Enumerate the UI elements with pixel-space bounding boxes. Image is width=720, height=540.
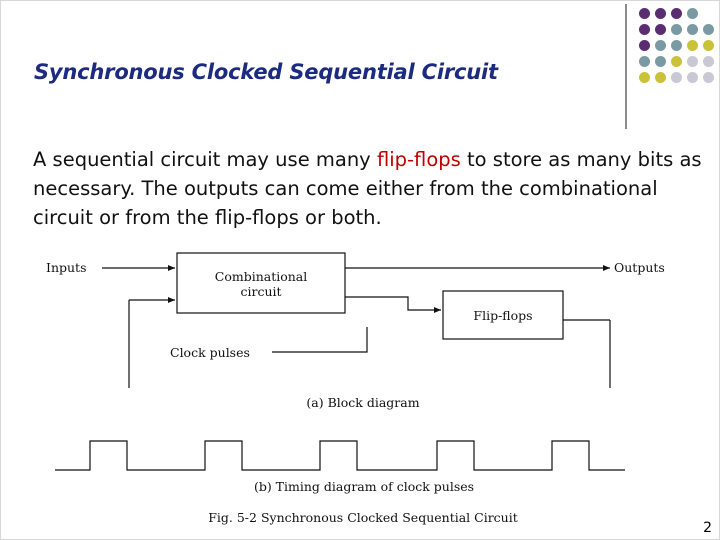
dot — [639, 40, 650, 51]
dot — [671, 72, 682, 83]
dot — [703, 24, 714, 35]
dot — [671, 56, 682, 67]
dot — [639, 8, 650, 19]
outputs-label: Outputs — [614, 260, 665, 275]
body-paragraph: A sequential circuit may use many flip-f… — [33, 145, 703, 232]
flip-flops-highlight: flip-flops — [376, 148, 461, 171]
timing-diagram-caption: (b) Timing diagram of clock pulses — [254, 479, 474, 494]
block-diagram-caption: (a) Block diagram — [306, 395, 419, 410]
page-number: 2 — [703, 520, 712, 536]
body-text-start: A sequential circuit may use many — [33, 148, 377, 171]
dot — [655, 40, 666, 51]
comb-to-flipflops-arrow — [345, 296, 441, 313]
combinational-label-line1: Combinational — [215, 269, 308, 284]
dot — [703, 56, 714, 67]
slide-title: Synchronous Clocked Sequential Circuit — [34, 60, 498, 84]
dot — [687, 24, 698, 35]
dot — [671, 8, 682, 19]
dot — [671, 40, 682, 51]
inputs-label: Inputs — [46, 260, 86, 275]
combinational-circuit-block — [176, 252, 346, 314]
dot — [655, 24, 666, 35]
decorative-divider — [625, 4, 627, 129]
dot — [639, 24, 650, 35]
dot — [687, 8, 698, 19]
figure-caption: Fig. 5-2 Synchronous Clocked Sequential … — [208, 510, 518, 525]
decorative-dot-grid — [637, 6, 717, 96]
clock-line — [272, 327, 368, 353]
dot — [639, 56, 650, 67]
dot — [687, 72, 698, 83]
dot — [655, 72, 666, 83]
dot — [687, 56, 698, 67]
dot — [687, 40, 698, 51]
dot — [671, 24, 682, 35]
flip-flops-block — [442, 290, 564, 340]
dot — [655, 56, 666, 67]
dot — [703, 40, 714, 51]
clock-pulse-waveform — [55, 440, 625, 471]
dot — [639, 72, 650, 83]
combinational-label-line2: circuit — [240, 284, 281, 299]
dot — [703, 72, 714, 83]
flipflops-label: Flip-flops — [473, 308, 532, 323]
body-text-end: to store as many bits as necessary. The … — [33, 148, 702, 229]
clock-pulses-label: Clock pulses — [170, 345, 250, 360]
dot — [655, 8, 666, 19]
